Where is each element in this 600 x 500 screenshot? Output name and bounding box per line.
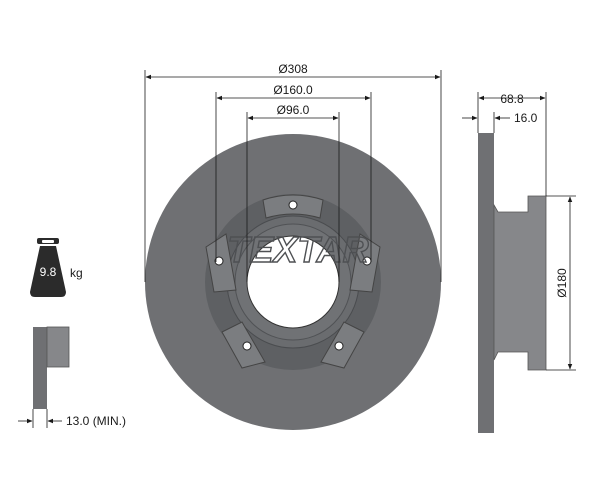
min-thickness-icon [33,326,70,409]
bolt-hole [334,341,344,351]
min-thickness-hat-section [46,326,70,368]
bolt-circle-label: Ø160.0 [273,83,313,97]
weight-handle-hole [42,240,54,243]
bolt-holes [214,200,372,351]
bolt-hole [214,256,224,266]
min-thickness-label: 13.0 (MIN.) [66,414,126,428]
weight-icon [30,238,66,297]
min-thickness-dimension [18,409,62,428]
disc-side-friction-ring [478,133,494,433]
side-dimensions [462,92,576,371]
bolt-hole [288,200,298,210]
front-dimensions [144,70,442,282]
overall-height-label: 68.8 [500,92,524,106]
weight-body [30,246,66,297]
disc-front-view: TEXTAR [145,134,441,430]
outer-diameter-label: Ø308 [278,62,308,76]
textar-logo: TEXTAR [227,229,368,270]
hat-diameter-label: Ø180 [555,268,569,298]
disc-side-view [478,133,547,433]
disc-thickness-label: 16.0 [514,111,538,125]
min-thickness-disc-section [33,327,47,409]
weight-unit: kg [70,266,83,280]
weight-value: 9.8 [40,265,57,279]
bolt-hole [242,341,252,351]
center-bore-label: Ø96.0 [277,103,310,117]
disc-side-hat [493,195,547,371]
